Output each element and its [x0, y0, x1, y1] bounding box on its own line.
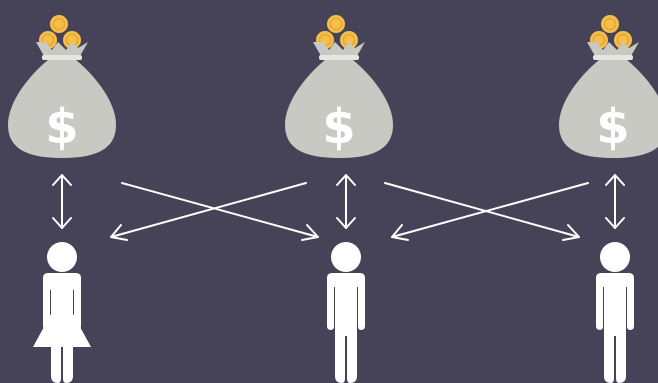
bag-dollar-sign: $ — [596, 99, 629, 155]
money-bag-icon: $ — [285, 15, 393, 158]
cross-arrow — [384, 182, 580, 241]
vertical-double-arrow — [336, 174, 356, 229]
bag-dollar-sign: $ — [45, 99, 78, 155]
woman-icon — [33, 242, 91, 383]
man-icon — [596, 242, 634, 383]
cross-arrow — [110, 182, 307, 241]
money-bag-icon: $ — [559, 15, 658, 158]
cross-arrow — [121, 182, 319, 241]
bag-dollar-sign: $ — [322, 99, 355, 155]
money-bag-icon: $ — [8, 15, 116, 158]
vertical-double-arrow — [605, 174, 625, 229]
vertical-double-arrow — [52, 174, 72, 229]
cross-arrow — [391, 182, 589, 241]
man-icon — [327, 242, 365, 383]
